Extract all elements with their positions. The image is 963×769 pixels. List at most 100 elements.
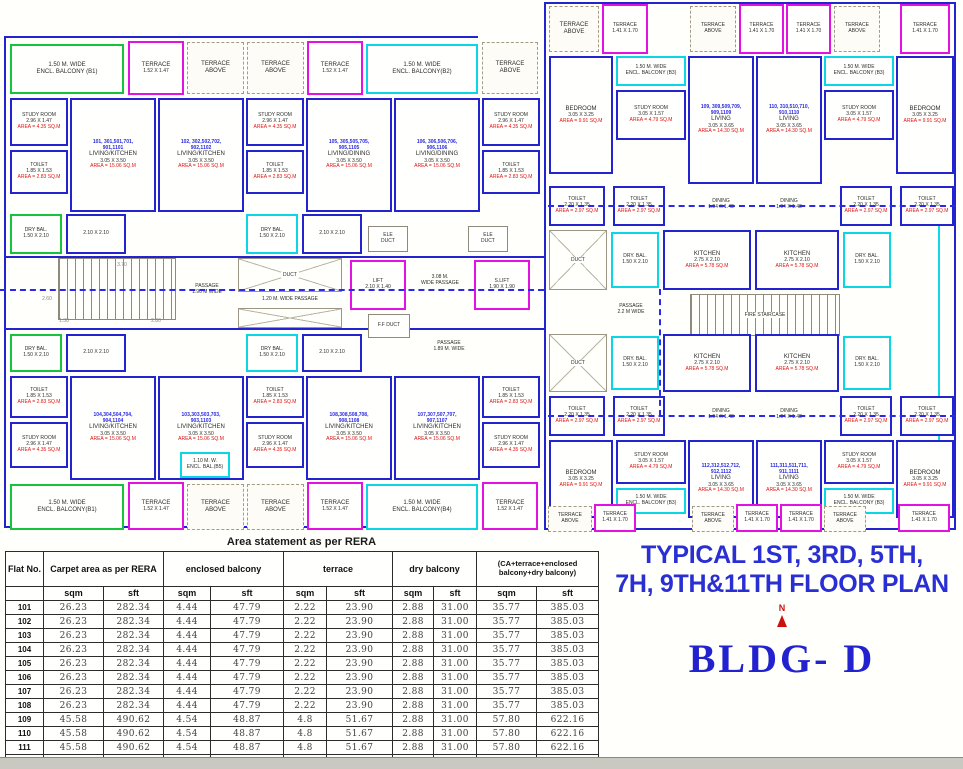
plan-label: LIVING/KITCHEN [89, 424, 137, 431]
area-value-cell: 26.23 [43, 628, 104, 643]
bedroom: 2.10 X 2.10 [66, 334, 126, 372]
plan-label: TOILET [630, 196, 648, 203]
plan-label: 1.52 X 1.47 [322, 505, 348, 512]
plan-label: 1.41 X 1.70 [612, 28, 638, 34]
area-value-cell: 35.77 [476, 656, 538, 671]
plan-label: 1.41 X 1.70 [912, 28, 938, 34]
unit-header: sft [433, 586, 478, 601]
unit-header [5, 586, 44, 601]
plan-label: KITCHEN [693, 353, 721, 360]
north-arrow-triangle [777, 614, 787, 627]
plan-label: 903,1103 [190, 417, 212, 424]
area-value-cell: 26.23 [43, 600, 104, 615]
plan-label: TERRACE [603, 511, 627, 518]
plan-label: AREA = 9.91 SQ.M [903, 481, 947, 488]
flat-no-cell: 106 [5, 670, 44, 685]
plan-label: TERRACE [495, 499, 525, 506]
plan-label: ELE [383, 232, 393, 239]
plan-label: ABOVE [205, 507, 226, 513]
plan-label: STUDY ROOM [258, 112, 292, 119]
bedroom: 2.10 X 2.10 [302, 214, 362, 254]
plan-label: LIVING/DINING [327, 151, 371, 158]
plan-label: 1.94 X 1.48 [708, 414, 734, 420]
wall-segment [954, 2, 956, 530]
table-caption: Area statement as per RERA [226, 536, 377, 548]
plan-label: BEDROOM [565, 105, 597, 112]
plan-label: AREA = 4.35 SQ.M [489, 446, 533, 453]
plan-label: ABOVE [704, 28, 722, 34]
plan-label: 1.50 X 2.10 [622, 362, 648, 368]
area-value-cell: 282.34 [102, 670, 165, 685]
plan-label: TOILET [502, 387, 520, 394]
plan-label: AREA = 4.35 SQ.M [17, 123, 61, 130]
plan-label: 1.50 M. WIDE [48, 61, 86, 68]
plan-label: AREA = 2.97 SQ.M [844, 417, 888, 424]
plan-label: LIVING [779, 475, 799, 482]
plan-label: ENCL. BALCONY(B2) [392, 69, 452, 75]
plan-label: 1.50 X 2.10 [622, 259, 648, 265]
area-value-cell: 31.00 [433, 642, 478, 657]
plan-label: 1.50 M. WIDE [635, 64, 667, 71]
area-value-cell: 47.79 [210, 670, 285, 685]
plan-label: ABOVE [563, 29, 585, 35]
area-value-cell: 47.79 [210, 614, 285, 629]
wall-segment [546, 2, 954, 4]
plan-label: STUDY ROOM [842, 452, 876, 459]
balcony-b5: 1.10 M. W.ENCL. BAL.(B5) [180, 452, 230, 478]
area-value-cell: 35.77 [476, 628, 538, 643]
plan-label: AREA = 4.79 SQ.M [837, 463, 881, 470]
area-value-cell: 622.16 [536, 726, 600, 741]
plan-label: ENCL. BALCONY (B3) [833, 500, 885, 506]
area-value-cell: 622.16 [536, 740, 600, 755]
plan-label: 1.50 M. WIDE [843, 494, 875, 501]
plan-label: 2.96 X 1.47 [26, 118, 52, 125]
plan-label: 2.75 X 2.10 [694, 359, 720, 366]
plan-label: 3.05 X 1.57 [638, 458, 664, 465]
plan-label: STUDY ROOM [494, 112, 528, 119]
plan-label: AREA = 4.35 SQ.M [253, 446, 297, 453]
plan-label: DRY BAL. [24, 227, 48, 234]
plan-label: TERRACE [796, 22, 821, 29]
plan-label: 112,312,512,712, [701, 462, 741, 469]
plan-label: ABOVE [265, 68, 286, 74]
plan-label: AREA = 2.83 SQ.M [253, 398, 297, 405]
plan-label: ABOVE [836, 518, 854, 524]
plan-label: AREA = 14.30 SQ.M [698, 128, 744, 135]
plan-label: 2.96 X 1.47 [498, 118, 524, 125]
plan-label: AREA = 5.78 SQ.M [775, 365, 819, 372]
plan-label: DUCT [481, 238, 495, 244]
area-value-cell: 282.34 [102, 642, 165, 657]
title-block: TYPICAL 1ST, 3RD, 5TH, 7H, 9TH&11TH FLOO… [606, 541, 958, 682]
area-value-cell: 23.90 [326, 684, 394, 699]
plan-label: DINING [780, 198, 798, 205]
area-value-cell: 45.58 [43, 726, 104, 741]
plan-label: AREA = 15.06 SQ.M [414, 163, 460, 170]
plan-label: 901,1101 [102, 144, 124, 151]
bottom-edge-strip [0, 757, 963, 769]
dim-label: 2.60 [38, 296, 56, 304]
plan-label: AREA = 5.78 SQ.M [685, 262, 729, 269]
plan-label: 3.05 X 3.65 [776, 122, 802, 129]
dry-balcony: DRY. BAL.1.50 X 2.10 [843, 336, 891, 390]
plan-label: 1.52 X 1.47 [143, 67, 169, 74]
area-value-cell: 385.03 [536, 628, 600, 643]
section-line [548, 415, 956, 417]
plan-label: DUCT [281, 272, 299, 278]
plan-label: 3.05 X 3.25 [912, 111, 938, 118]
plan-label: AREA = 4.35 SQ.M [489, 123, 533, 130]
